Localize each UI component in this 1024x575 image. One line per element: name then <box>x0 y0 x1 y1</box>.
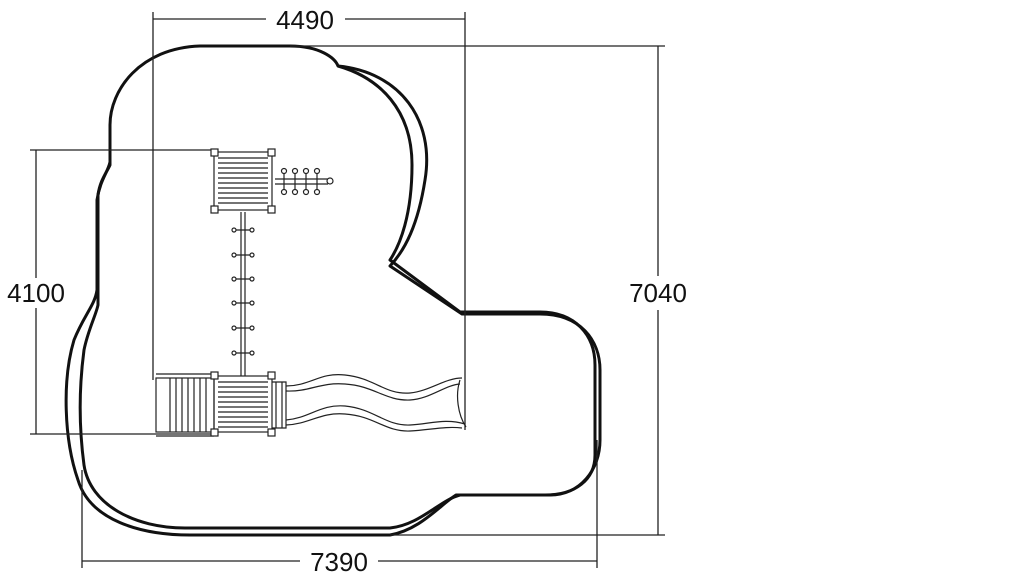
side-ladder-attachment <box>275 167 334 196</box>
safety-zone-inner-outline <box>78 44 597 530</box>
upper-platform-planks <box>218 157 268 204</box>
wave-slide <box>272 373 467 432</box>
dim-bottom-label: 7390 <box>310 547 368 575</box>
upper-platform <box>210 148 276 214</box>
dim-right-label: 7040 <box>629 278 687 308</box>
dim-top-label: 4490 <box>276 5 334 35</box>
dim-left-label: 4100 <box>7 278 65 308</box>
connecting-bridge <box>231 212 255 376</box>
safety-zone-outer-outline <box>64 64 602 537</box>
lower-platform <box>210 371 276 437</box>
access-stairs <box>155 373 215 437</box>
